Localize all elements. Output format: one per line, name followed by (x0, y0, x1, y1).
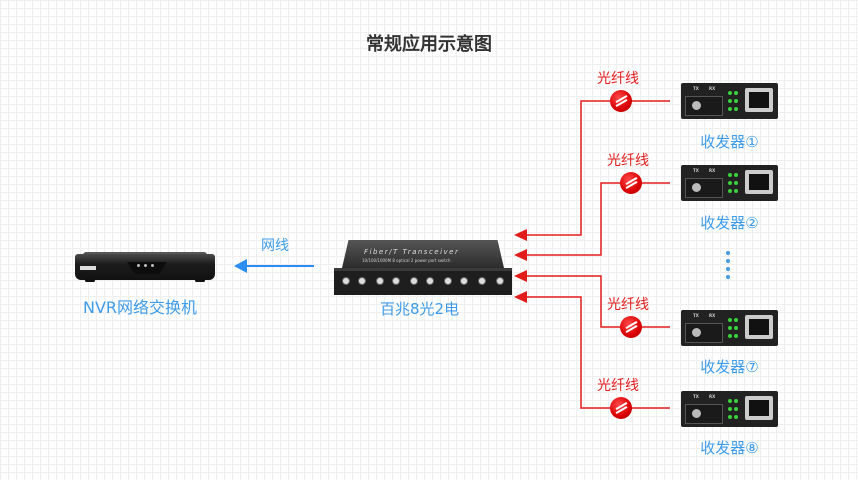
fiber-label-8: 光纤线 (597, 378, 639, 394)
fiber-switch-device: Fiber/T Transceiver 10/100/1000M 8 optic… (334, 240, 512, 295)
fiber-arrow-2 (514, 249, 527, 261)
fiber-label-7: 光纤线 (607, 297, 649, 313)
ellipsis-dot (726, 251, 730, 255)
fiber-connector-icon (620, 316, 642, 338)
fiber-label-1: 光纤线 (597, 71, 639, 87)
diagram-title: 常规应用示意图 (366, 34, 492, 55)
fiber-label-2: 光纤线 (607, 153, 649, 169)
ellipsis-dot (726, 259, 730, 263)
fiber-arrow-1 (514, 229, 527, 241)
fiber-connector-icon (610, 90, 632, 112)
nvr-label: NVR网络交换机 (83, 298, 198, 317)
switch-panel-text: Fiber/T Transceiver (364, 248, 460, 256)
switch-label: 百兆8光2电 (380, 300, 460, 318)
fiber-line-2 (526, 182, 670, 256)
fiber-arrow-8 (514, 291, 527, 303)
network-cable-arrow (234, 259, 247, 273)
fiber-connector-icon (610, 397, 632, 419)
fiber-connector-icon (620, 172, 642, 194)
nvr-device (75, 252, 215, 282)
transceiver-label-2: 收发器② (700, 214, 759, 232)
fiber-arrow-7 (514, 270, 527, 282)
network-cable-label: 网线 (261, 238, 289, 254)
ellipsis-dot (726, 275, 730, 279)
transceiver-label-7: 收发器⑦ (700, 358, 759, 376)
ellipsis-dot (726, 267, 730, 271)
transceiver-label-1: 收发器① (700, 133, 759, 151)
transceiver-label-8: 收发器⑧ (700, 439, 759, 457)
switch-panel-subtext: 10/100/1000M 8 optical 2 power port swit… (362, 258, 451, 263)
